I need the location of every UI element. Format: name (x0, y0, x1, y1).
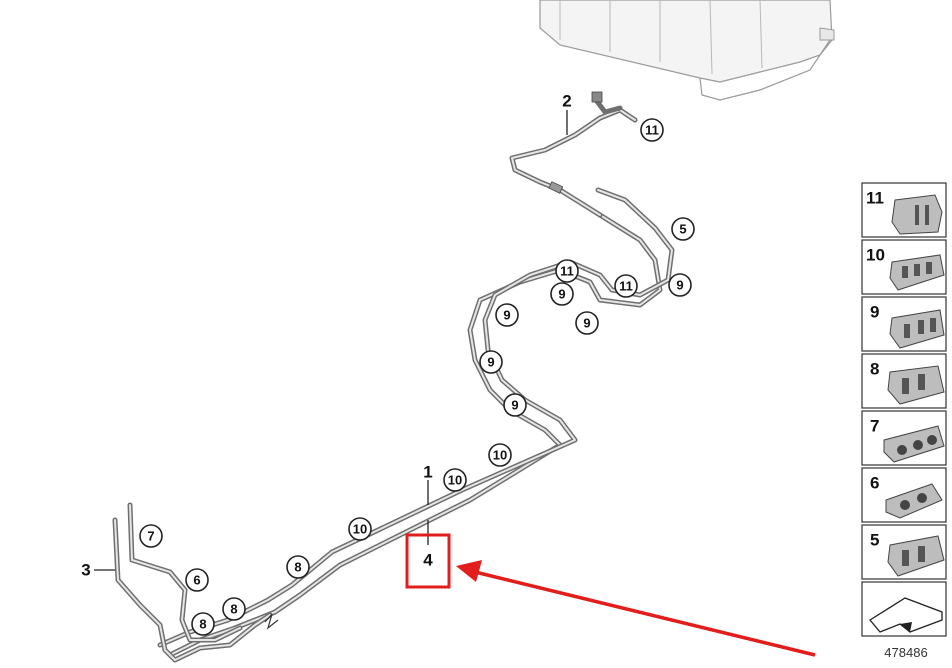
svg-text:8: 8 (199, 617, 206, 632)
svg-text:10: 10 (448, 473, 462, 488)
svg-text:6: 6 (193, 573, 200, 588)
callout: 9 (550, 282, 574, 306)
line-2 (509, 91, 638, 218)
svg-text:11: 11 (619, 279, 633, 294)
callout: 8 (191, 612, 215, 636)
part-label-1: 1 (423, 463, 432, 482)
legend-item-6: 6 (861, 467, 947, 523)
svg-text:10: 10 (866, 246, 885, 265)
callout: 8 (222, 597, 246, 621)
svg-text:10: 10 (353, 522, 367, 537)
callouts: 11 5 11 11 9 9 9 9 9 9 10 10 10 8 8 8 7 … (139, 118, 695, 636)
highlight-box (405, 533, 451, 589)
callout: 10 (488, 443, 512, 467)
part-label-3: 3 (81, 561, 90, 580)
legend-item-8: 8 (861, 353, 947, 409)
svg-text:9: 9 (511, 398, 518, 413)
svg-text:9: 9 (503, 308, 510, 323)
callout: 9 (503, 393, 527, 417)
svg-text:9: 9 (583, 316, 590, 331)
svg-text:8: 8 (230, 602, 237, 617)
legend-item-9: 9 (861, 296, 947, 352)
callout: 11 (614, 274, 638, 298)
callout: 10 (348, 517, 372, 541)
clip-legend: 11 10 9 8 7 6 (861, 182, 947, 660)
highlight-arrow (456, 560, 816, 657)
svg-text:9: 9 (487, 355, 494, 370)
svg-text:6: 6 (870, 474, 879, 493)
svg-text:7: 7 (147, 529, 154, 544)
line-3 (112, 502, 279, 663)
svg-text:11: 11 (560, 264, 574, 279)
legend-item-5: 5 (861, 524, 947, 580)
callout: 10 (443, 468, 467, 492)
document-number: 478486 (884, 645, 927, 660)
callout: 9 (668, 273, 692, 297)
legend-item-11: 11 (861, 182, 947, 238)
callout: 9 (479, 350, 503, 374)
callout: 11 (640, 118, 664, 142)
callout: 9 (495, 303, 519, 327)
callout: 6 (185, 568, 209, 592)
line-1 (157, 187, 675, 658)
legend-item-10: 10 (861, 239, 947, 295)
callout: 5 (671, 217, 695, 241)
svg-text:9: 9 (676, 278, 683, 293)
legend-item-arrow (861, 581, 947, 637)
callout: 7 (139, 524, 163, 548)
svg-text:8: 8 (294, 560, 301, 575)
svg-text:8: 8 (870, 360, 879, 379)
legend-item-7: 7 (861, 410, 947, 466)
svg-text:5: 5 (679, 222, 686, 237)
svg-text:10: 10 (493, 448, 507, 463)
part-label-2: 2 (562, 92, 571, 111)
svg-text:11: 11 (645, 123, 659, 138)
part-label-4: 4 (423, 551, 433, 570)
svg-text:7: 7 (870, 417, 879, 436)
svg-text:9: 9 (558, 287, 565, 302)
svg-text:5: 5 (870, 531, 879, 550)
battery-housing (539, 0, 835, 101)
svg-text:11: 11 (866, 189, 884, 208)
callout: 8 (286, 555, 310, 579)
callout: 9 (575, 311, 599, 335)
callout: 11 (555, 259, 579, 283)
svg-text:9: 9 (870, 303, 879, 322)
